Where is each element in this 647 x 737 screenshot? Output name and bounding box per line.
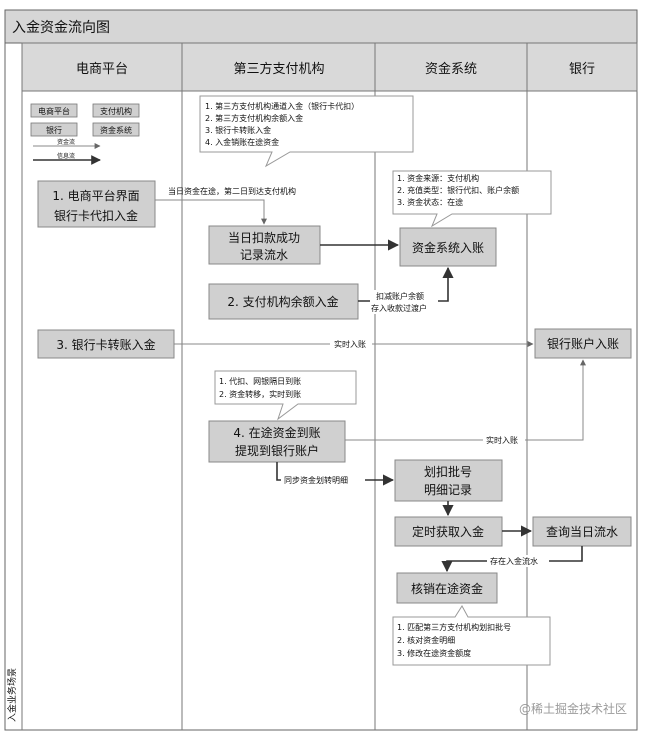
note-line: 2. 第三方支付机构余额入金 — [205, 113, 303, 123]
node-text: 4. 在途资金到账 — [233, 425, 320, 440]
legend-box-ecommerce — [30, 103, 78, 118]
note-writeoff-callout — [392, 605, 551, 666]
node-text: 明细记录 — [424, 483, 472, 497]
lane-header-payment-institution: 第三方支付机构 — [233, 61, 324, 77]
edge-label-transit-account: 存入收款过渡户 — [371, 303, 427, 313]
node-bank-account-entry: 银行账户入账 — [534, 328, 632, 359]
node-record-debit: 当日扣款成功 记录流水 — [208, 225, 321, 265]
note-line: 2. 充值类型：银行代扣、账户余额 — [397, 185, 519, 195]
note-in-transit: 1. 代扣、网银隔日到账 2. 资金转移，实时到账 — [219, 376, 301, 399]
note-writeoff: 1. 匹配第三方支付机构划扣批号 2. 核对资金明细 3. 修改在途资金额度 — [397, 622, 511, 658]
lane-header-bank: 银行 — [569, 62, 595, 77]
node-text: 银行账户入账 — [547, 336, 619, 351]
node-in-transit-arrival: 4. 在途资金到账 提现到银行账户 — [208, 420, 346, 463]
note-third-party: 1. 第三方支付机构通道入金（银行卡代扣） 2. 第三方支付机构余额入金 3. … — [205, 101, 359, 147]
legend-label-ecommerce: 电商平台 — [38, 106, 70, 116]
node-timed-fetch: 定时获取入金 — [394, 516, 503, 547]
edge-label-realtime-1: 实时入账 — [334, 339, 366, 349]
edge-label-bg — [483, 434, 525, 446]
node-text: 划扣批号 — [424, 464, 472, 479]
node-card-transfer: 3. 银行卡转账入金 — [37, 329, 175, 359]
edge-label-bg — [370, 290, 438, 314]
side-label: 入金业务场景 — [6, 668, 18, 722]
node-text: 查询当日流水 — [546, 525, 618, 539]
note-line: 3. 资金状态：在途 — [397, 197, 463, 207]
note-line: 1. 代扣、网银隔日到账 — [219, 376, 301, 386]
node-batch-detail: 划扣批号 明细记录 — [394, 459, 503, 502]
node-text: 核销在途资金 — [411, 581, 483, 596]
lane-header-bar — [21, 42, 638, 92]
node-text: 资金系统入账 — [412, 240, 484, 255]
legend-label-fund-system: 资金系统 — [100, 125, 132, 135]
lane-header-ecommerce: 电商平台 — [76, 62, 128, 77]
title-bar — [4, 9, 638, 44]
node-text: 提现到银行账户 — [235, 443, 319, 458]
note-line: 4. 入金销账在途资金 — [205, 137, 279, 147]
lane-header-fund-system: 资金系统 — [425, 61, 477, 77]
node-text: 当日扣款成功 — [228, 231, 300, 245]
legend-info-flow-label: 信息流 — [57, 152, 75, 160]
edge-transit-to-bank — [345, 359, 586, 441]
node-text: 记录流水 — [240, 248, 288, 262]
node-query-daily-flow: 查询当日流水 — [532, 516, 632, 547]
node-text: 1. 电商平台界面 — [52, 188, 139, 203]
legend: 电商平台 支付机构 银行 资金系统 资金流 信息流 — [30, 103, 140, 165]
node-ecommerce-card-debit: 1. 电商平台界面 银行卡代扣入金 — [37, 180, 156, 228]
legend-box-bank — [30, 122, 78, 137]
legend-label-bank: 银行 — [46, 125, 62, 135]
note-line: 2. 资金转移，实时到账 — [219, 389, 301, 399]
note-in-transit-callout — [214, 370, 357, 421]
node-text: 3. 银行卡转账入金 — [56, 337, 155, 352]
node-writeoff-in-transit: 核销在途资金 — [396, 572, 498, 604]
node-text: 定时获取入金 — [412, 524, 484, 539]
diagram-title: 入金资金流向图 — [12, 20, 110, 36]
legend-fund-flow-label: 资金流 — [57, 138, 75, 146]
legend-box-payment — [92, 103, 140, 118]
edge-label-next-day: 当日资金在途，第二日到达支付机构 — [168, 186, 296, 196]
edge-label-deduct-balance: 扣减账户余额 — [376, 291, 424, 301]
note-fund-system-callout — [392, 170, 552, 228]
node-text: 2. 支付机构余额入金 — [227, 294, 338, 309]
legend-box-fund-system — [92, 122, 140, 137]
node-text: 银行卡代扣入金 — [54, 208, 138, 223]
node-fund-system-entry: 资金系统入账 — [399, 227, 497, 267]
edge-label-realtime-2: 实时入账 — [486, 435, 518, 445]
note-fund-system: 1. 资金来源：支付机构 2. 充值类型：银行代扣、账户余额 3. 资金状态：在… — [397, 173, 519, 207]
note-line: 1. 资金来源：支付机构 — [397, 173, 479, 183]
note-line: 3. 修改在途资金额度 — [397, 648, 471, 658]
node-balance-deposit: 2. 支付机构余额入金 — [208, 283, 359, 320]
edge-n1-to-record — [155, 199, 267, 225]
edge-label-bg — [281, 474, 365, 486]
legend-label-payment: 支付机构 — [100, 106, 132, 116]
edge-label-bg — [487, 555, 549, 567]
note-line: 1. 匹配第三方支付机构划扣批号 — [397, 622, 511, 632]
watermark: @稀土掘金技术社区 — [519, 701, 627, 716]
edge-label-deposit-flow: 存在入金流水 — [490, 556, 538, 566]
note-line: 1. 第三方支付机构通道入金（银行卡代扣） — [205, 101, 359, 111]
note-line: 3. 银行卡转账入金 — [205, 125, 271, 135]
edge-label-sync-detail: 同步资金划转明细 — [284, 475, 348, 485]
note-line: 2. 核对资金明细 — [397, 635, 455, 645]
edge-label-bg — [330, 338, 372, 350]
note-third-party-callout — [199, 95, 414, 168]
